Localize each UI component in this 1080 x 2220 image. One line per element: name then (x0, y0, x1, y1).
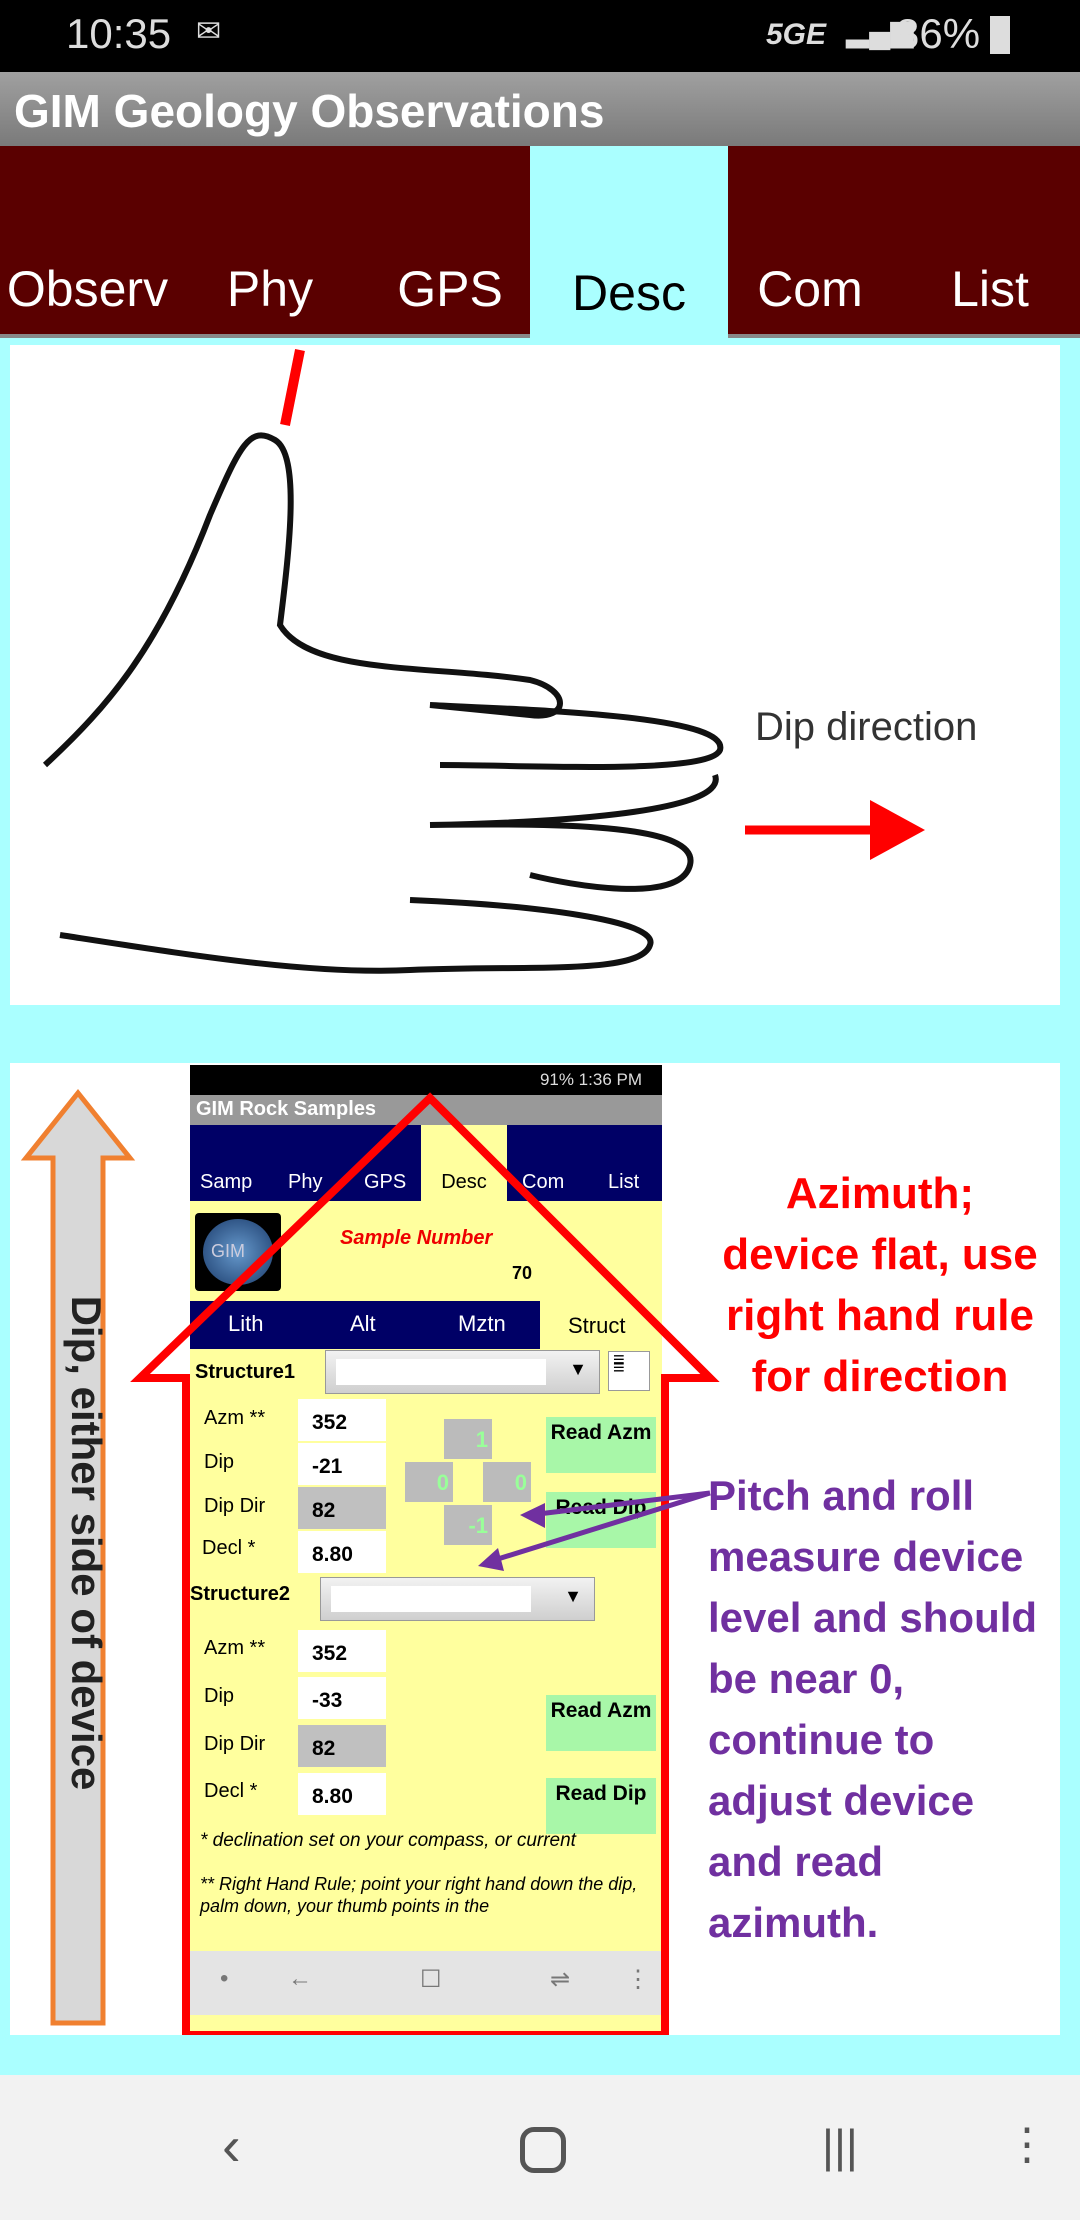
network-indicator: 5GE (766, 18, 827, 51)
inner-subtabs: Lith Alt Mztn (190, 1301, 540, 1349)
notification-icon: ✉ (196, 15, 222, 48)
read-azm-button: Read Azm (546, 1417, 656, 1473)
structure1-decl-field: 8.80 (298, 1531, 386, 1573)
list-icon: ≡≡ (608, 1350, 650, 1391)
right-hand-rule-note: ** Right Hand Rule; point your right han… (200, 1874, 638, 1916)
read-azm-button-2: Read Azm (546, 1695, 656, 1751)
structure2-dip-field: -33 (298, 1677, 386, 1719)
inner-tab: Phy (288, 1171, 323, 1193)
home-icon[interactable] (520, 2127, 566, 2173)
structure1-dropdown: ▼ (325, 1350, 600, 1394)
annotation-overlay (130, 1092, 720, 2035)
structure2-dipdir-field: 82 (298, 1725, 386, 1767)
azm-label: Azm ** (204, 1637, 266, 1659)
inner-screenshot: 91% 1:36 PM GIM Rock Samples Samp Phy GP… (190, 1065, 662, 2033)
structure2-dropdown: ▼ (320, 1577, 595, 1621)
structure1-dip-field: -21 (298, 1443, 386, 1485)
subtab-alt: Alt (350, 1311, 376, 1336)
declination-note: * declination set on your compass, or cu… (200, 1830, 576, 1851)
structure2-decl-field: 8.80 (298, 1773, 386, 1815)
structure2-label: Structure2 (190, 1583, 291, 1605)
dip-label: Dip (204, 1685, 235, 1707)
device-instructions-image: Dip, either side of device 91% 1:36 PM G… (10, 1063, 1060, 2035)
structure1-azm-field: 352 (298, 1399, 386, 1441)
inner-tab: Com (522, 1171, 565, 1193)
inner-tab: Samp (200, 1171, 253, 1193)
tab-bar: Observ Phy GPS Desc Com List (0, 146, 1080, 342)
pointer-arrows-icon (484, 1490, 711, 1566)
roll-right: 0 (483, 1462, 531, 1502)
structure1-label: Structure1 (195, 1361, 296, 1383)
inner-tabs: Samp Phy GPS Desc Com List (190, 1125, 662, 1201)
subtab-lith: Lith (228, 1311, 264, 1336)
hand-rule-image: Dip direction (10, 345, 1060, 1005)
pitch-bottom: -1 (444, 1505, 492, 1545)
azm-label: Azm ** (204, 1407, 266, 1429)
subtab-mztn: Mztn (458, 1311, 506, 1336)
dipdir-label: Dip Dir (204, 1495, 266, 1517)
status-bar: 10:35 ✉ 5GE ▂▄▆ 86% (0, 0, 1080, 72)
menu-icon[interactable]: ⋮ (1005, 2120, 1049, 2169)
app-title: GIM Geology Observations (0, 72, 1080, 146)
tab-gps[interactable]: GPS (397, 261, 503, 317)
tab-phy[interactable]: Phy (226, 261, 314, 317)
pitch-top: 1 (444, 1419, 492, 1459)
system-nav-bar: ‹ ||| ⋮ (0, 2075, 1080, 2220)
recents-icon[interactable]: ||| (822, 2120, 858, 2172)
tab-desc[interactable]: Desc (530, 146, 728, 342)
roll-left: 0 (405, 1462, 453, 1502)
tab-observ[interactable]: Observ (6, 261, 169, 317)
inner-status-bar: 91% 1:36 PM (190, 1065, 662, 1095)
decl-label: Decl * (204, 1780, 258, 1802)
decl-label: Decl * (202, 1537, 256, 1559)
read-dip-button-2: Read Dip (546, 1778, 656, 1834)
battery-icon (990, 16, 1010, 54)
structure1-dipdir-field: 82 (298, 1487, 386, 1529)
subtab-struct: Struct (568, 1313, 626, 1338)
inner-nav-bar: •←☐⇌⋮ (190, 1951, 662, 2015)
signal-icon: ▂▄▆ (846, 15, 914, 48)
inner-tab: GPS (364, 1171, 407, 1193)
clock: 10:35 (66, 10, 172, 57)
sample-number-value: 70 (512, 1263, 533, 1283)
tab-list[interactable]: List (951, 261, 1029, 317)
dipdir-label: Dip Dir (204, 1733, 266, 1755)
red-outline-arrow-icon (130, 1092, 720, 2035)
dip-arrow-icon (20, 1088, 136, 2026)
sample-number-label: Sample Number (340, 1227, 493, 1249)
inner-tab: List (608, 1171, 640, 1193)
gim-logo: GIM (195, 1213, 281, 1291)
structure2-azm-field: 352 (298, 1630, 386, 1672)
battery-percent: 86% (896, 10, 981, 57)
tab-com[interactable]: Com (757, 261, 863, 317)
dip-label: Dip (204, 1451, 235, 1473)
hand-drawing (42, 349, 925, 974)
back-icon[interactable]: ‹ (222, 2114, 241, 2177)
dip-direction-label: Dip direction (755, 705, 978, 749)
